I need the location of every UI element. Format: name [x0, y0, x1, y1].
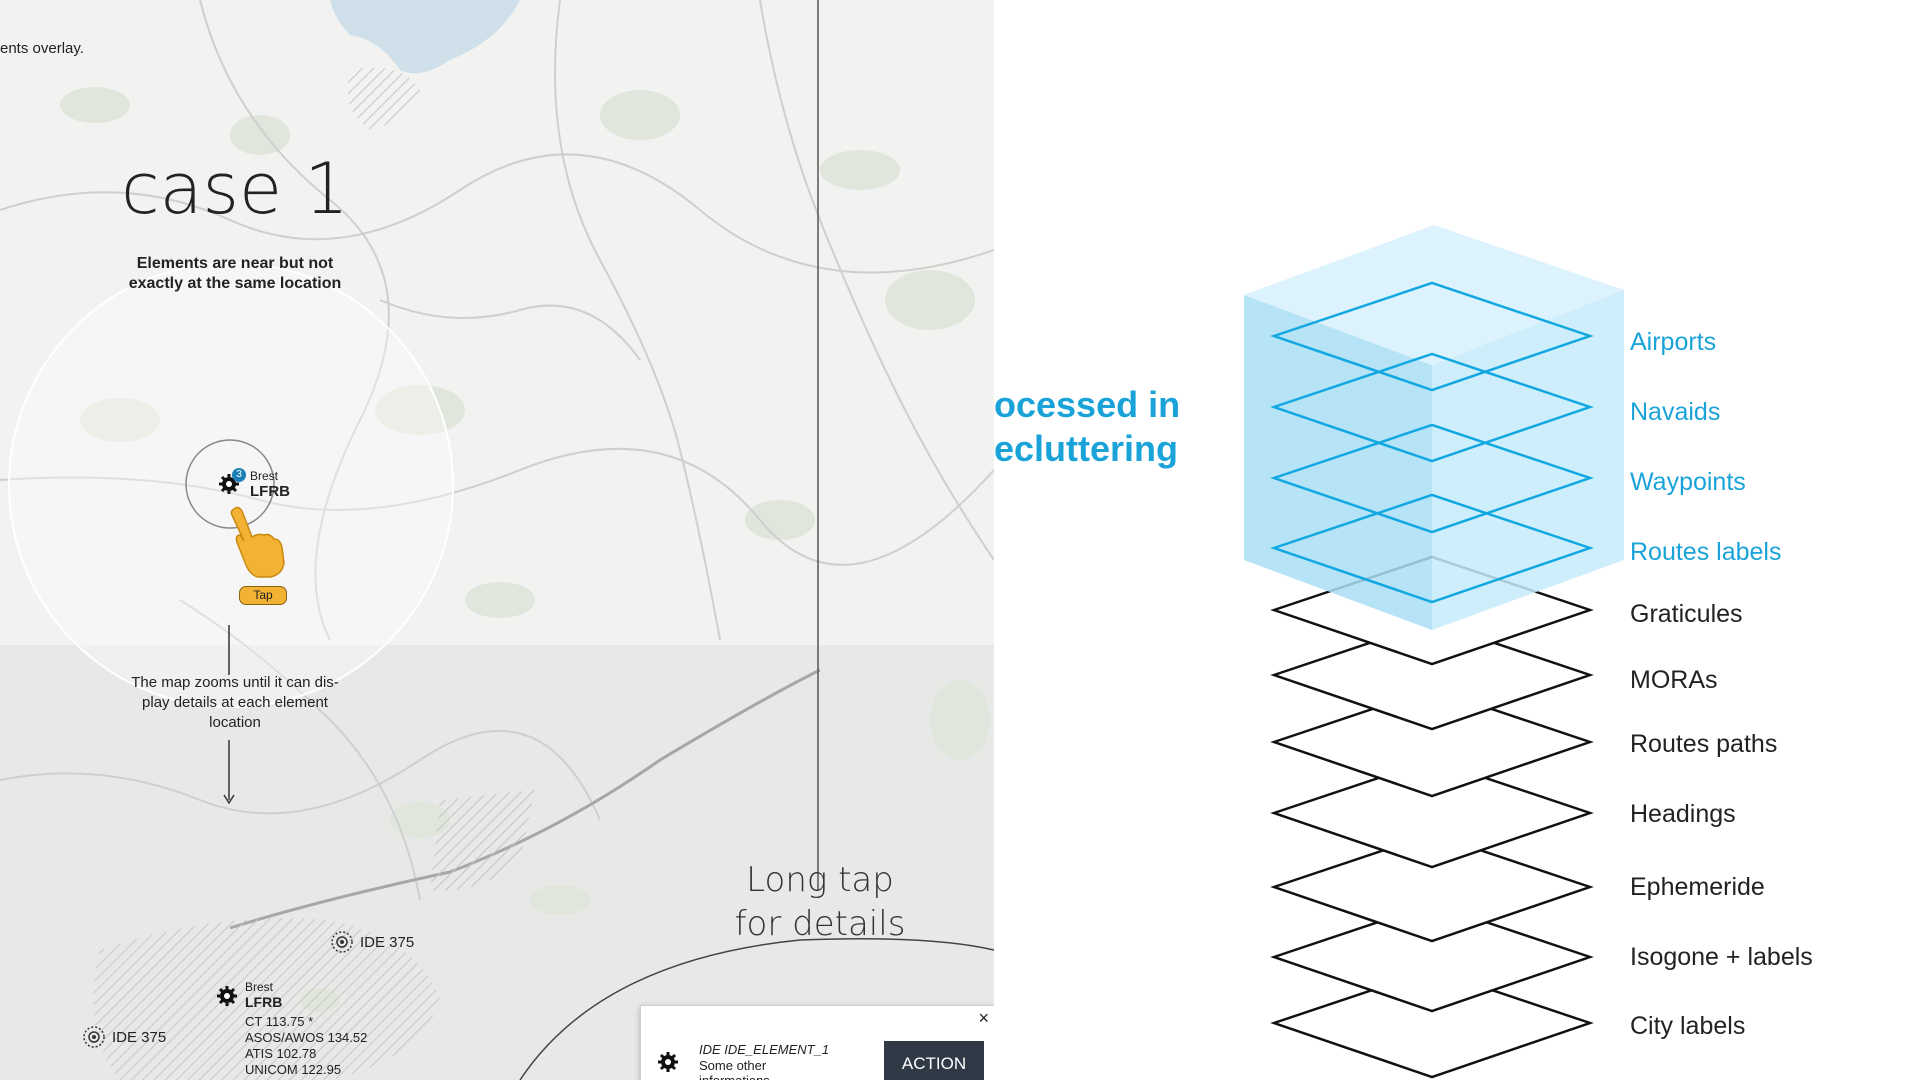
popup-line2: Some other [699, 1058, 767, 1073]
navaid-icon[interactable] [330, 930, 354, 954]
layer-label-headings: Headings [1630, 800, 1736, 828]
cube-left-face [1244, 295, 1432, 630]
layers-panel: ocessed in ecluttering Airports Navaids … [994, 0, 1920, 1080]
airport-code: LFRB [245, 994, 283, 1010]
layer-label-routes-labels: Routes labels [1630, 538, 1782, 566]
marker-code: LFRB [250, 483, 290, 500]
layer-label-navaids: Navaids [1630, 398, 1721, 426]
action-button[interactable]: ACTION [884, 1041, 984, 1080]
layer-diamond-ephemeride [1270, 832, 1594, 943]
zoom-note-line3: location [209, 714, 261, 731]
case-title: case 1 [121, 148, 349, 230]
freq-asos: ASOS/AWOS 134.52 [245, 1030, 368, 1045]
map-background [0, 0, 994, 1080]
zoom-note-line2: play details at each element [142, 694, 328, 711]
heading-line2: ecluttering [994, 428, 1179, 469]
map-panel[interactable]: ents overlay. case 1 Elements are near b… [0, 0, 994, 1080]
layer-label-graticules: Graticules [1630, 600, 1743, 628]
navaid-left-label: IDE 375 [112, 1029, 167, 1046]
case-subtitle: Elements are near but not exactly at the… [95, 254, 375, 294]
layer-label-airports: Airports [1630, 328, 1717, 356]
layer-diamond-airports [1270, 281, 1594, 392]
count-badge: 3 [232, 468, 246, 482]
layer-label-ephemeride: Ephemeride [1630, 873, 1765, 901]
long-tap-line1: Long tap [746, 860, 894, 900]
gear-icon[interactable] [216, 985, 238, 1007]
freq-unicom: UNICOM 122.95 [245, 1062, 342, 1077]
navaid-top-label: IDE 375 [360, 934, 415, 951]
cube-top-face [1244, 225, 1624, 365]
overlay-caption: ents overlay. [0, 40, 84, 57]
close-icon[interactable]: × [978, 1008, 989, 1028]
layers-stack-diagram [1244, 225, 1624, 1079]
cube-right-face [1432, 290, 1624, 630]
heading-line1: ocessed in [994, 384, 1181, 425]
navaid-icon[interactable] [82, 1025, 106, 1049]
freq-ct: CT 113.75 * [245, 1014, 314, 1029]
airport-city: Brest [245, 980, 274, 994]
layer-label-isogone: Isogone + labels [1630, 943, 1813, 971]
long-tap-line2: for details [734, 904, 906, 944]
long-tap-caption: Long tap for details [700, 858, 940, 946]
zoom-note: The map zooms until it can dis- play det… [110, 673, 360, 733]
case-subtitle-line2: exactly at the same location [128, 275, 342, 292]
element-popup[interactable]: × IDE IDE_ELEMENT_1 Some other informati… [640, 1005, 994, 1080]
popup-title: IDE IDE_ELEMENT_1 [699, 1042, 830, 1057]
layer-diamond-routes-labels [1270, 493, 1594, 604]
layer-label-moras: MORAs [1630, 666, 1718, 694]
popup-line3: informations [699, 1073, 770, 1080]
panel-heading: ocessed in ecluttering [994, 383, 1180, 471]
layer-label-city-labels: City labels [1630, 1012, 1746, 1040]
tap-label: Tap [239, 586, 287, 605]
hand-tap-icon [230, 506, 285, 578]
marker-city: Brest [250, 469, 279, 483]
layer-label-waypoints: Waypoints [1630, 468, 1746, 496]
case-subtitle-line1: Elements are near but not [136, 255, 334, 272]
zoom-note-line1: The map zooms until it can dis- [131, 674, 339, 691]
freq-atis: ATIS 102.78 [245, 1046, 317, 1061]
layer-label-routes-paths: Routes paths [1630, 730, 1778, 758]
frequency-list: CT 113.75 * ASOS/AWOS 134.52 ATIS 102.78… [245, 1014, 367, 1078]
gear-icon [658, 1052, 678, 1072]
